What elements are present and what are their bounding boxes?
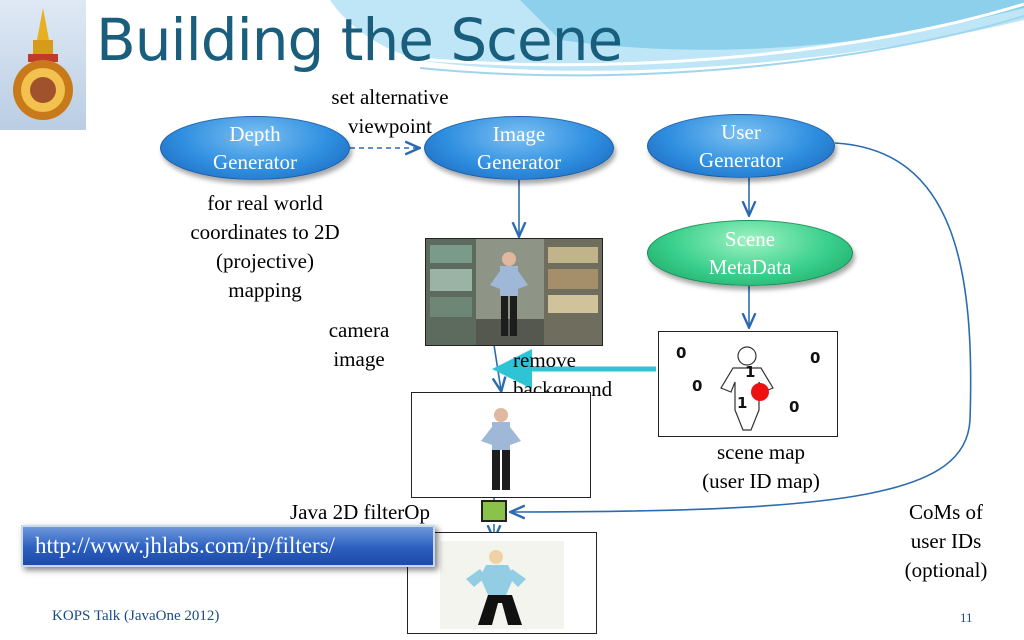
page-number: 11 [960, 610, 973, 625]
coms-label: CoMs of user IDs (optional) [904, 500, 988, 582]
filters-url-link[interactable]: http://www.jhlabs.com/ip/filters/ [21, 525, 435, 567]
map-value: 1 [745, 363, 756, 381]
map-value: 1 [737, 394, 748, 412]
university-logo [0, 0, 86, 130]
depth-generator-node: Depth Generator [160, 116, 350, 180]
user-generator-label: User Generator [699, 120, 783, 172]
header-swoosh [330, 0, 1024, 77]
map-value: 0 [676, 344, 687, 362]
camera-to-removed-arrow [494, 344, 501, 390]
map-value: 0 [789, 398, 800, 416]
slide-title: Building the Scene [96, 6, 623, 74]
user-generator-node: User Generator [647, 114, 835, 178]
scene-metadata-node: Scene MetaData [647, 220, 853, 286]
filter-op-label: Java 2D filterOp [290, 500, 430, 524]
scene-map-label: scene map (user ID map) [702, 440, 820, 493]
camera-image-label: camera image [328, 318, 390, 371]
image-generator-label: Image Generator [477, 122, 561, 174]
filter-op-box [481, 500, 507, 522]
real-world-mapping-label: for real world coordinates to 2D (projec… [190, 191, 340, 302]
user-to-filter-curve [512, 142, 972, 512]
removed-background-photo [411, 392, 591, 498]
depth-generator-label: Depth Generator [213, 122, 297, 174]
camera-image-photo [425, 238, 603, 346]
scene-metadata-label: Scene MetaData [708, 227, 792, 279]
center-of-mass-marker [751, 383, 769, 401]
scene-map-image: 0 0 1 0 1 0 [658, 331, 838, 437]
map-value: 0 [692, 377, 703, 395]
alternative-viewpoint-label: set alternative viewpoint [331, 85, 449, 138]
map-value: 0 [810, 349, 821, 367]
footer-talk-name: KOPS Talk (JavaOne 2012) [52, 608, 220, 624]
image-generator-node: Image Generator [424, 116, 614, 180]
filtered-output-photo [407, 532, 597, 634]
